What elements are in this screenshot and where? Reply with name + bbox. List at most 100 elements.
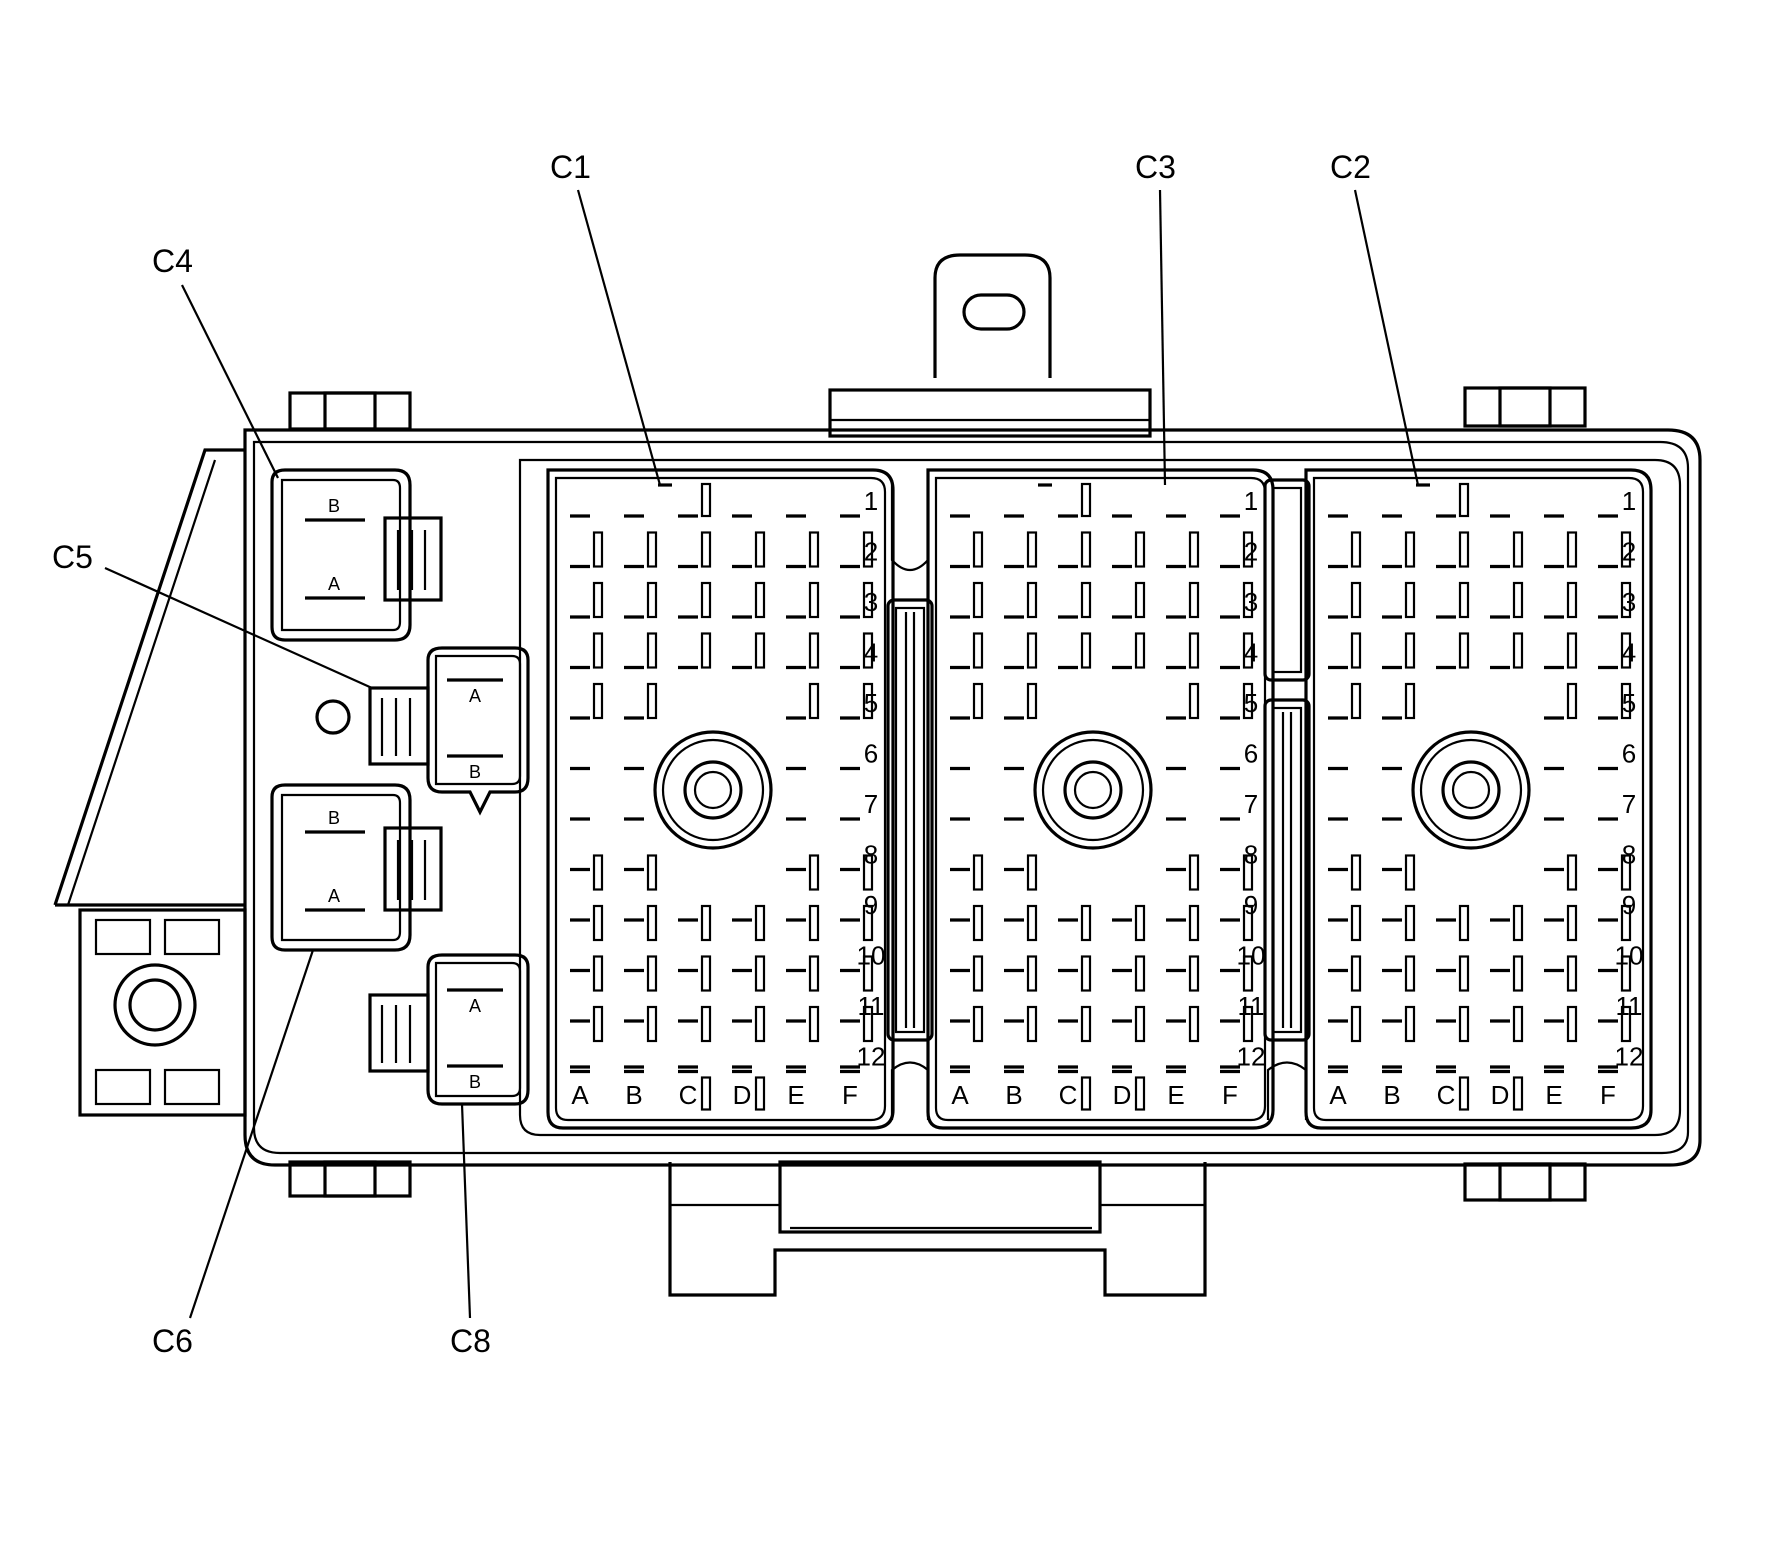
row-label: 3 <box>864 587 878 617</box>
column-label: F <box>1600 1080 1616 1110</box>
column-label: D <box>1491 1080 1510 1110</box>
block-outline <box>926 468 1275 1130</box>
callout-c5: C5 <box>52 539 93 575</box>
row-label: 1 <box>1244 486 1258 516</box>
column-label: B <box>1005 1080 1022 1110</box>
column-label: B <box>625 1080 642 1110</box>
row-label: 6 <box>864 739 878 769</box>
clip-bottom-right <box>1463 1162 1587 1202</box>
row-label: 7 <box>1244 789 1258 819</box>
leader-c4 <box>181 284 279 479</box>
leader-c6 <box>188 949 315 1319</box>
column-label: C <box>1437 1080 1456 1110</box>
row-label: 5 <box>1244 688 1258 718</box>
row-label: 11 <box>858 991 885 1021</box>
column-label: A <box>1329 1080 1347 1110</box>
row-label: 10 <box>1615 941 1644 971</box>
leader-c5 <box>104 566 373 690</box>
column-label: B <box>1383 1080 1400 1110</box>
row-label: 11 <box>1238 991 1265 1021</box>
row-label: 10 <box>1237 941 1266 971</box>
column-label: F <box>842 1080 858 1110</box>
row-label: 11 <box>1616 991 1643 1021</box>
row-label: 8 <box>1244 840 1258 870</box>
row-label: 1 <box>1622 486 1636 516</box>
clip-top-left <box>288 391 412 431</box>
c6-pin-top-label: B <box>328 808 340 828</box>
row-label: 4 <box>1622 638 1636 668</box>
row-label: 4 <box>864 638 878 668</box>
row-label: 3 <box>1244 587 1258 617</box>
c5-pin-bottom-label: B <box>469 762 481 782</box>
row-label: 9 <box>1622 890 1636 920</box>
c6-pin-bottom-label: A <box>328 886 340 906</box>
block-outline <box>546 468 895 1130</box>
column-label: E <box>1545 1080 1562 1110</box>
callout-c4: C4 <box>152 243 193 279</box>
row-label: 8 <box>864 840 878 870</box>
callout-c3: C3 <box>1135 149 1176 185</box>
callout-c8: C8 <box>450 1323 491 1359</box>
callout-c6: C6 <box>152 1323 193 1359</box>
column-label: D <box>733 1080 752 1110</box>
block-separators <box>886 478 1311 1120</box>
leader-c8 <box>460 1103 472 1319</box>
column-label: F <box>1222 1080 1238 1110</box>
callouts: C1 C3 C2 C4 C5 C6 C8 <box>52 149 1420 1359</box>
row-label: 2 <box>1622 537 1636 567</box>
row-label: 5 <box>1622 688 1636 718</box>
leader-c1 <box>576 189 662 486</box>
row-label: 2 <box>1244 537 1258 567</box>
row-label: 9 <box>1244 890 1258 920</box>
clip-bottom-left <box>288 1160 412 1198</box>
row-label: 6 <box>1244 739 1258 769</box>
column-label: C <box>679 1080 698 1110</box>
side-mount-hole <box>113 963 197 1047</box>
leader-c2 <box>1353 189 1420 486</box>
c8-pin-top-label: A <box>469 996 481 1016</box>
row-label: 6 <box>1622 739 1636 769</box>
row-label: 5 <box>864 688 878 718</box>
row-label: 1 <box>864 486 878 516</box>
row-label: 7 <box>1622 789 1636 819</box>
row-label: 2 <box>864 537 878 567</box>
block-outline <box>1304 468 1653 1130</box>
connector-c8: A B <box>368 953 530 1106</box>
left-bracket <box>53 448 245 906</box>
clip-top-right <box>1463 386 1587 428</box>
leader-c3 <box>1158 189 1167 486</box>
row-label: 4 <box>1244 638 1258 668</box>
block-bolt <box>1033 730 1153 850</box>
block-bolt <box>1411 730 1531 850</box>
row-label: 12 <box>857 1042 886 1072</box>
column-label: A <box>951 1080 969 1110</box>
row-label: 3 <box>1622 587 1636 617</box>
c4-pin-top-label: B <box>328 496 340 516</box>
column-label: D <box>1113 1080 1132 1110</box>
column-label: C <box>1059 1080 1078 1110</box>
c4-pin-bottom-label: A <box>328 574 340 594</box>
c5-pin-top-label: A <box>469 686 481 706</box>
connector-c4: B A <box>270 468 443 642</box>
column-label: A <box>571 1080 589 1110</box>
row-label: 12 <box>1237 1042 1266 1072</box>
row-label: 7 <box>864 789 878 819</box>
c8-pin-bottom-label: B <box>469 1072 481 1092</box>
row-label: 10 <box>857 941 886 971</box>
column-label: E <box>787 1080 804 1110</box>
callout-c2: C2 <box>1330 149 1371 185</box>
column-label: E <box>1167 1080 1184 1110</box>
connector-c5: A B <box>368 646 530 816</box>
row-label: 8 <box>1622 840 1636 870</box>
housing-outline <box>243 428 1702 1167</box>
top-mount-base <box>828 388 1152 438</box>
callout-c1: C1 <box>550 149 591 185</box>
row-label: 9 <box>864 890 878 920</box>
mounting-hole <box>962 293 1026 331</box>
row-label: 12 <box>1615 1042 1644 1072</box>
